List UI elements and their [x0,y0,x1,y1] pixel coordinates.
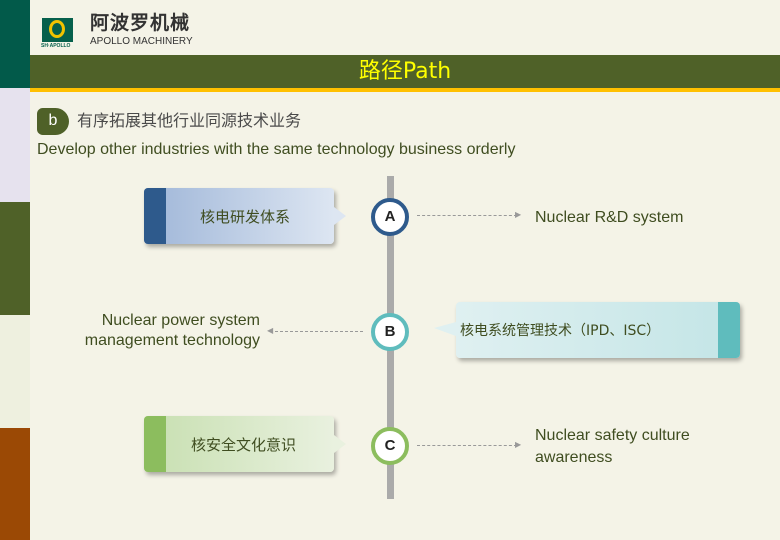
node-a: A [371,198,409,236]
logo-ring [49,20,65,38]
brand-name-en: APOLLO MACHINERY [90,36,193,47]
arrow-b-head-icon: ◀ [267,326,274,335]
box-a-strip [144,188,166,244]
header-underline [30,88,780,92]
box-a-label: 核电研发体系 [200,207,291,226]
box-c-pointer [334,435,346,453]
box-a: 核电研发体系 [144,188,346,244]
arrow-a-head-icon: ▶ [515,210,522,219]
box-b-label: 核电系统管理技术（IPD、ISC） [460,323,661,339]
node-c: C [371,427,409,465]
page-title: 路径Path [358,59,452,84]
sidebar-block-4 [0,315,30,428]
sidebar-block-1 [0,0,30,88]
arrow-b [275,331,363,332]
sidebar-block-2 [0,88,30,202]
arrow-a [417,215,517,216]
box-c: 核安全文化意识 [144,416,346,472]
label-c-en: Nuclear safety culture awareness [535,427,690,466]
box-b-pointer [434,322,456,336]
label-b-en: Nuclear power system management technolo… [84,312,260,349]
logo-mark-text: SH·APOLLO [41,43,71,49]
box-b: 核电系统管理技术（IPD、ISC） [434,302,740,358]
sidebar-block-5 [0,428,30,540]
node-b: B [371,313,409,351]
brand-name-cn: 阿波罗机械 [90,12,191,34]
box-c-strip [144,416,166,472]
box-b-strip [718,302,740,358]
section-title-en: Develop other industries with the same t… [37,141,516,158]
arrow-c [417,445,517,446]
sidebar-block-3 [0,202,30,315]
header-band [30,55,780,88]
section-title-cn: 有序拓展其他行业同源技术业务 [77,111,302,130]
box-c-label: 核安全文化意识 [191,435,297,454]
section-badge: b [37,108,69,135]
arrow-c-head-icon: ▶ [515,440,522,449]
label-a-en: Nuclear R&D system [535,209,684,226]
box-a-pointer [334,207,346,225]
